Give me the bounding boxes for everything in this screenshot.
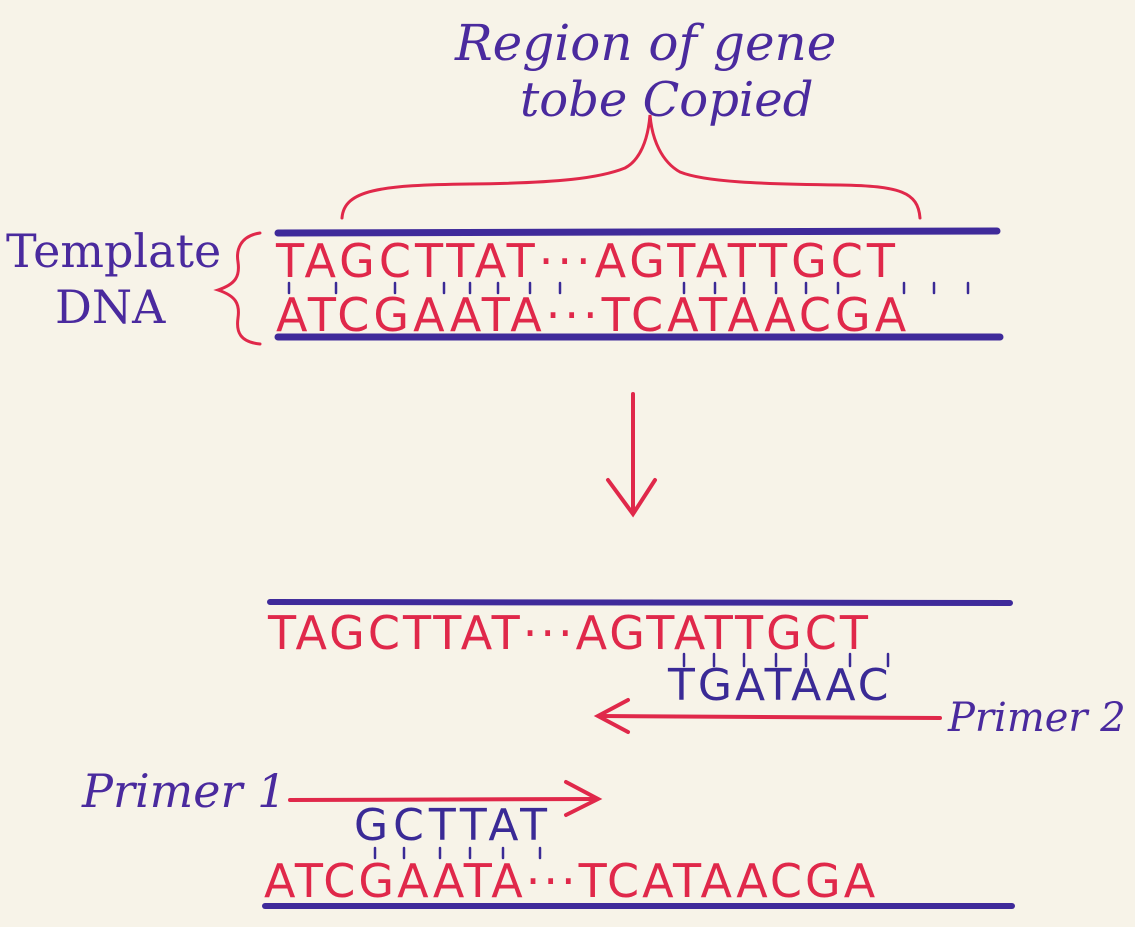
primer2-sequence: TGATAAC (668, 660, 892, 711)
primer1-sequence: GCTTAT (354, 800, 552, 851)
annealed-top-strand: TAGCTTAT···AGTATTGCT (268, 606, 871, 660)
template-top-strand: TAGCTTAT···AGTATTGCT (276, 234, 899, 288)
annealed-top-backbone (267, 599, 1013, 606)
right-arrow-icon (288, 780, 603, 817)
primer1-label: Primer 1 (82, 764, 287, 818)
down-arrow-icon (606, 392, 657, 518)
region-label-line2: tobe Copied (520, 72, 814, 128)
template-base-pair-dashes (287, 281, 970, 295)
primer1-pair-dashes (373, 846, 542, 860)
region-label-line1: Region of gene (455, 14, 837, 72)
annealed-bottom-strand: ATCGAATA···TCATAACGA (264, 854, 879, 908)
template-top-backbone (274, 227, 1001, 237)
curly-brace-icon (213, 231, 262, 346)
primer2-label: Primer 2 (948, 695, 1126, 741)
template-label-line2: DNA (55, 280, 166, 334)
template-bottom-strand: ATCGAATA···TCATAACGA (276, 288, 911, 342)
template-label-line1: Template (6, 224, 222, 278)
region-brace-icon (340, 114, 922, 220)
left-arrow-icon (593, 698, 942, 734)
primer2-pair-dashes (682, 652, 890, 668)
